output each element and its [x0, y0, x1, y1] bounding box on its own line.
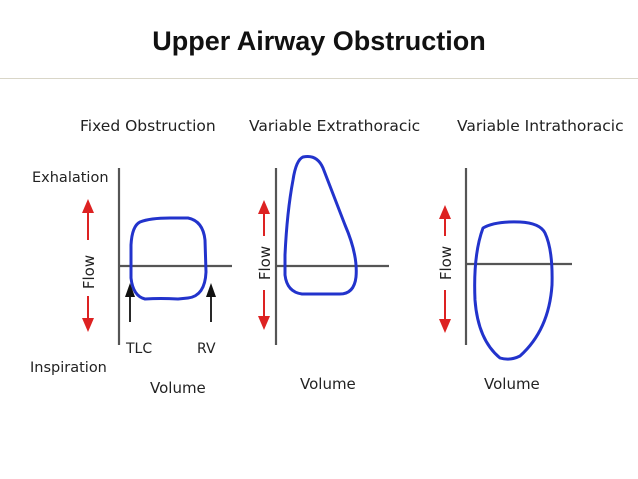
panel-fixed-obstruction: Fixed Obstruction Exhalation Inspiration…: [30, 117, 232, 397]
panel-title-extrathoracic: Variable Extrathoracic: [249, 117, 420, 135]
flow-label-intrathoracic: Flow: [437, 246, 455, 280]
flow-volume-loop-fixed: [129, 216, 208, 301]
flow-arrow-up-icon: [258, 200, 270, 214]
panel-variable-extrathoracic: Variable Extrathoracic Flow Volume: [249, 117, 420, 393]
rv-marker: RV: [197, 283, 216, 357]
flow-label-extrathoracic: Flow: [256, 246, 274, 280]
flow-arrow-fixed: Flow: [80, 199, 98, 332]
flow-arrow-extrathoracic: Flow: [256, 200, 274, 330]
flow-arrow-down-icon: [258, 316, 270, 330]
title-divider: [0, 78, 638, 79]
flow-arrow-down-icon: [82, 318, 94, 332]
flow-arrow-intrathoracic: Flow: [437, 205, 455, 333]
flow-arrow-up-icon: [82, 199, 94, 213]
volume-label-extrathoracic: Volume: [300, 375, 356, 393]
slide-title: Upper Airway Obstruction: [152, 26, 486, 56]
volume-label-fixed: Volume: [150, 379, 206, 397]
flow-arrow-down-icon: [439, 319, 451, 333]
tlc-label: TLC: [125, 341, 152, 357]
flow-arrow-up-icon: [439, 205, 451, 219]
rv-arrow-icon: [206, 283, 216, 297]
tlc-arrow-icon: [125, 283, 135, 297]
panel-title-intrathoracic: Variable Intrathoracic: [457, 117, 624, 135]
tlc-marker: TLC: [125, 283, 152, 357]
volume-label-intrathoracic: Volume: [484, 375, 540, 393]
inspiration-label: Inspiration: [30, 360, 107, 376]
rv-label: RV: [197, 341, 216, 357]
flow-label-fixed: Flow: [80, 255, 98, 289]
panel-title-fixed: Fixed Obstruction: [80, 117, 216, 135]
flow-volume-loop-extrathoracic: [283, 155, 358, 296]
exhalation-label: Exhalation: [32, 170, 109, 186]
flow-volume-loop-intrathoracic: [473, 220, 554, 361]
panel-variable-intrathoracic: Variable Intrathoracic Flow Volume: [437, 117, 624, 393]
